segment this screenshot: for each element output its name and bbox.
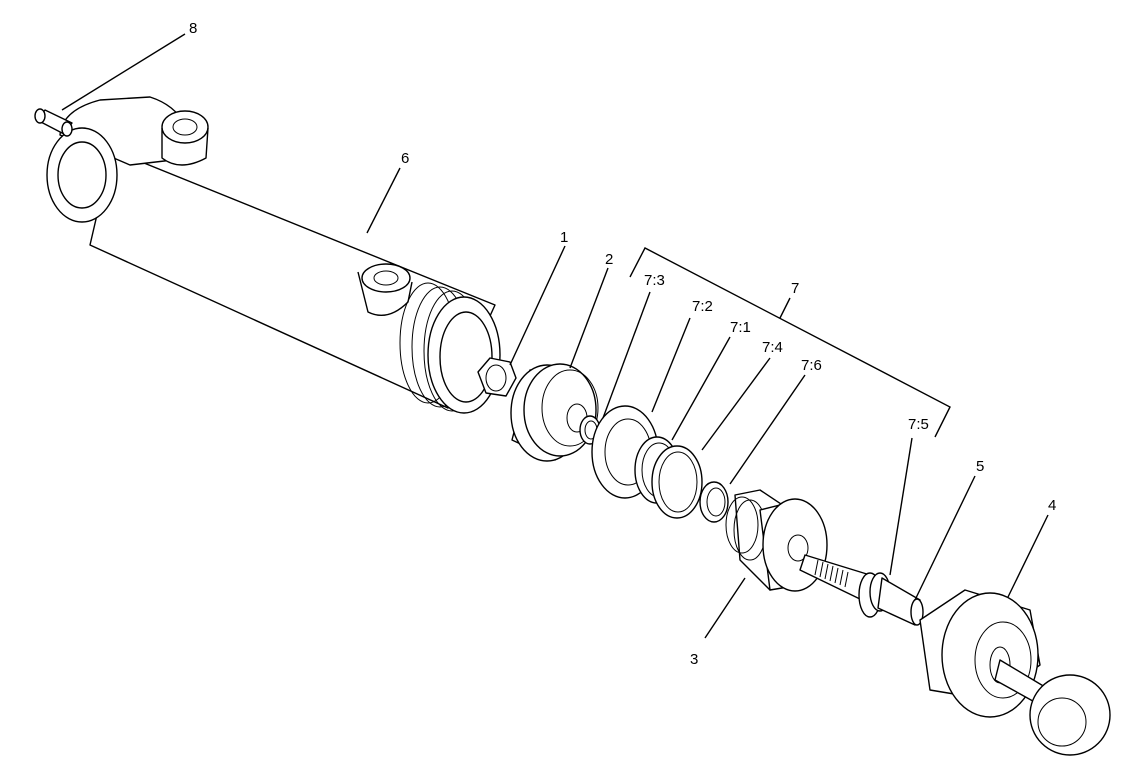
- callout-4: 4: [1048, 497, 1056, 514]
- callout-6: 6: [401, 150, 409, 167]
- leader-1: [509, 245, 566, 366]
- leader-7-2: [651, 317, 691, 413]
- leader-5: [914, 475, 976, 601]
- leader-6: [366, 167, 401, 234]
- callout-7: 7: [791, 280, 799, 297]
- leader-3: [704, 577, 746, 639]
- leader-7-4: [701, 357, 771, 451]
- callout-7-3: 7:3: [644, 272, 665, 289]
- rod-end-part-5: [877, 577, 924, 626]
- leader-7-3: [602, 291, 651, 419]
- leader-4: [1007, 514, 1049, 598]
- callout-8: 8: [189, 20, 197, 37]
- nut-part-1: [477, 357, 517, 397]
- callout-7-2: 7:2: [692, 298, 713, 315]
- callout-7-6: 7:6: [801, 357, 822, 374]
- leader-7-1: [671, 336, 731, 441]
- leader-7-5: [889, 437, 913, 576]
- leader-2: [569, 267, 609, 369]
- callout-3: 3: [690, 651, 698, 668]
- callout-1: 1: [560, 229, 568, 246]
- callout-7-1: 7:1: [730, 319, 751, 336]
- cylinder-barrel-part-6: [46, 96, 501, 414]
- rod-eye-part-4: [919, 589, 1111, 756]
- callout-5: 5: [976, 458, 984, 475]
- leader-7-6: [729, 374, 806, 485]
- leader-8: [61, 33, 186, 111]
- seal-ring-part-7-4: [651, 445, 703, 519]
- leader-7: [779, 297, 791, 319]
- group-7-bracket: [629, 247, 951, 438]
- piston-part-2: [510, 363, 599, 462]
- callout-7-5: 7:5: [908, 416, 929, 433]
- callout-7-4: 7:4: [762, 339, 783, 356]
- grease-fitting-part-8: [34, 108, 73, 137]
- callout-2: 2: [605, 251, 613, 268]
- o-ring-part-7-6: [699, 481, 729, 523]
